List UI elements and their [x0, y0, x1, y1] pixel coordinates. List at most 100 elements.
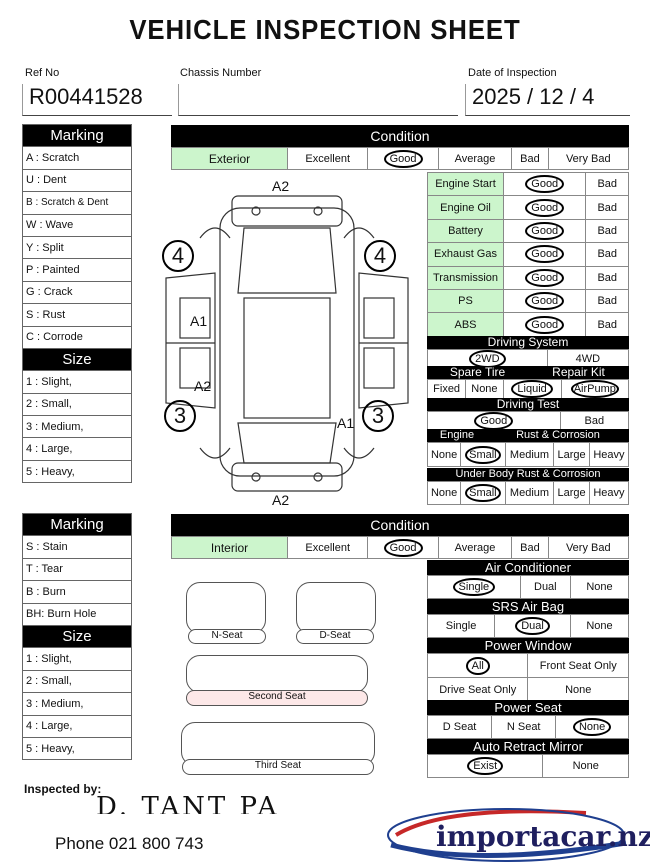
opt-front-seat-only[interactable]: Front Seat Only: [527, 653, 629, 678]
opt-liquid[interactable]: Liquid: [502, 379, 562, 399]
check-bad[interactable]: Bad: [585, 218, 629, 244]
cond-bad[interactable]: Bad: [511, 536, 549, 559]
opt-none-label: None: [572, 718, 612, 736]
opt-none[interactable]: None: [569, 614, 630, 638]
opt-dual[interactable]: Dual: [519, 575, 571, 599]
marking-header: Marking: [22, 123, 132, 148]
windshield: [237, 227, 337, 294]
check-good[interactable]: Good: [502, 312, 587, 337]
damage-bottom: A2: [272, 492, 290, 508]
opt-dual[interactable]: Dual: [494, 614, 571, 638]
front-bumper: [231, 195, 343, 227]
check-bad[interactable]: Bad: [585, 242, 629, 267]
opt-heavy[interactable]: Heavy: [588, 442, 630, 467]
d-seat-label: D-Seat: [296, 629, 374, 644]
opt-exist-label: Exist: [467, 757, 504, 775]
spare-repair-row: Fixed None Liquid AirPump: [426, 379, 630, 399]
circle-mark-bl: 3: [164, 400, 196, 432]
check-good[interactable]: Good: [502, 265, 587, 290]
opt-single[interactable]: Single: [427, 575, 521, 599]
opt-airpump[interactable]: AirPump: [560, 379, 630, 399]
opt-test-good[interactable]: Good: [427, 411, 561, 431]
size-header: Size: [22, 624, 132, 649]
opt-test-bad[interactable]: Bad: [559, 411, 630, 431]
opt-small[interactable]: Small: [460, 442, 506, 467]
inspected-by-label: Inspected by:: [24, 782, 102, 796]
check-engine-oil: Engine Oil: [427, 195, 504, 220]
opt-none[interactable]: None: [555, 715, 629, 739]
opt-fixed[interactable]: Fixed: [426, 379, 467, 399]
check-bad[interactable]: Bad: [585, 265, 629, 290]
opt-small-label: Small: [465, 445, 501, 464]
cond-excellent[interactable]: Excellent: [286, 147, 369, 170]
opt-small-label: Small: [465, 484, 501, 502]
date-field[interactable]: 2025 / 12 / 4: [465, 84, 630, 116]
opt-test-good-label: Good: [474, 412, 514, 430]
check-bad[interactable]: Bad: [585, 171, 629, 197]
ref-field[interactable]: R00441528: [22, 84, 172, 116]
opt-drive-seat-only[interactable]: Drive Seat Only: [426, 677, 529, 702]
opt-none[interactable]: None: [426, 481, 462, 505]
marking-item: B : Scratch & Dent: [22, 191, 132, 215]
opt-medium[interactable]: Medium: [504, 442, 555, 467]
cond-good[interactable]: Good: [367, 536, 439, 559]
size-item: 4 : Large,: [22, 437, 132, 461]
check-bad[interactable]: Bad: [585, 195, 629, 220]
opt-none[interactable]: None: [426, 442, 462, 467]
opt-none[interactable]: None: [542, 754, 629, 778]
marking-item: G : Crack: [22, 280, 132, 305]
check-bad[interactable]: Bad: [585, 288, 629, 314]
check-engine-start: Engine Start: [427, 171, 504, 197]
size-item: 1 : Slight,: [22, 647, 132, 671]
cond-very-bad[interactable]: Very Bad: [547, 147, 630, 170]
chassis-field[interactable]: [178, 84, 458, 116]
opt-d-seat[interactable]: D Seat: [426, 715, 493, 739]
check-good[interactable]: Good: [502, 218, 587, 244]
cond-bad[interactable]: Bad: [511, 147, 549, 170]
check-battery: Battery: [427, 218, 504, 244]
interior-condition-row: Interior Excellent Good Average Bad Very…: [171, 536, 630, 559]
spare-tire-header: Spare Tire: [427, 366, 528, 379]
size-item: 3 : Medium,: [22, 415, 132, 439]
cond-very-bad[interactable]: Very Bad: [547, 536, 630, 559]
logo-swoosh: [387, 808, 627, 862]
rear-window: [237, 422, 337, 464]
airbag-header: SRS Air Bag: [427, 599, 629, 614]
opt-spare-none[interactable]: None: [465, 379, 504, 399]
page-title: VEHICLE INSPECTION SHEET: [129, 14, 521, 45]
check-good[interactable]: Good: [502, 195, 587, 220]
opt-medium[interactable]: Medium: [504, 481, 555, 505]
power-seat-header: Power Seat: [427, 700, 629, 715]
opt-single[interactable]: Single: [426, 614, 496, 638]
cond-average[interactable]: Average: [437, 536, 513, 559]
opt-none[interactable]: None: [527, 677, 629, 702]
check-good-label: Good: [525, 315, 565, 334]
check-good-label: Good: [525, 268, 565, 287]
opt-n-seat[interactable]: N Seat: [491, 715, 557, 739]
opt-exist[interactable]: Exist: [426, 754, 544, 778]
opt-large[interactable]: Large: [553, 442, 590, 467]
cond-excellent[interactable]: Excellent: [286, 536, 369, 559]
size-item: 5 : Heavy,: [22, 736, 132, 761]
opt-small[interactable]: Small: [460, 481, 506, 505]
opt-all[interactable]: All: [426, 653, 529, 678]
date-label: Date of Inspection: [468, 67, 557, 79]
marking-item: BH: Burn Hole: [22, 602, 132, 626]
check-bad[interactable]: Bad: [585, 312, 629, 337]
marking-header: Marking: [22, 512, 132, 537]
opt-dual-label: Dual: [515, 617, 550, 635]
opt-large[interactable]: Large: [553, 481, 590, 505]
opt-heavy[interactable]: Heavy: [588, 481, 630, 505]
cond-good[interactable]: Good: [367, 147, 439, 170]
aircon-header: Air Conditioner: [427, 560, 629, 575]
check-good-label: Good: [525, 221, 565, 240]
check-good[interactable]: Good: [502, 242, 587, 267]
circle-mark-tr: 4: [364, 240, 396, 272]
check-exhaust-gas: Exhaust Gas: [427, 242, 504, 267]
cond-average[interactable]: Average: [437, 147, 513, 170]
check-good[interactable]: Good: [502, 171, 587, 197]
check-good[interactable]: Good: [502, 288, 587, 314]
opt-none[interactable]: None: [569, 575, 630, 599]
damage-left-door: A1: [190, 313, 208, 329]
